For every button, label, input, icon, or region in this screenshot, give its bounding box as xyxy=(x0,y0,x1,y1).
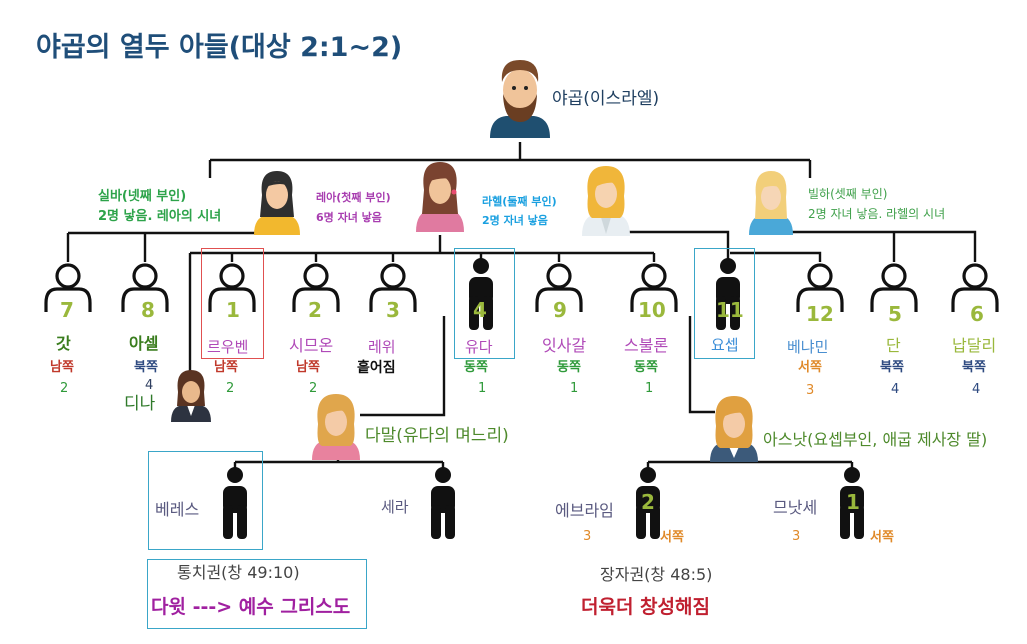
son-name: 잇사갈 xyxy=(542,336,587,355)
grandson-number: 1 xyxy=(846,490,860,514)
son-count: 2 xyxy=(309,381,318,396)
son-name: 유다 xyxy=(465,338,493,356)
son-name: 단 xyxy=(886,336,901,355)
grandson-icon-zerah xyxy=(431,467,455,539)
bilhah-children-lines xyxy=(790,230,977,262)
perez-label: 베레스 xyxy=(155,500,200,519)
rachel-name: 라헬(둘째 부인) xyxy=(482,195,557,208)
grandson-name: 에브라임 xyxy=(555,501,614,520)
son-count: 3 xyxy=(806,383,815,398)
bilhah-name: 빌하(셋째 부인) xyxy=(808,187,888,201)
son-number: 3 xyxy=(386,298,400,322)
son-direction: 흩어짐 xyxy=(357,360,396,376)
page-title: 야곱의 열두 아들(대상 2:1~2) xyxy=(36,32,403,63)
son-number: 8 xyxy=(141,298,155,322)
son-direction: 북쪽 xyxy=(880,360,904,375)
son-name: 납달리 xyxy=(952,336,997,355)
son-count: 2 xyxy=(226,381,235,396)
son-count: 4 xyxy=(891,382,900,397)
judah-tamar-line xyxy=(360,316,446,417)
son-name: 시므온 xyxy=(289,336,334,355)
son-number: 10 xyxy=(638,298,666,322)
son-number: 7 xyxy=(60,298,74,322)
highlight-box-judah xyxy=(454,248,515,359)
son-number: 2 xyxy=(308,298,322,322)
bilhah-desc: 2명 자녀 낳음. 라헬의 시녀 xyxy=(808,207,946,221)
son-direction: 북쪽 xyxy=(962,360,986,375)
highlight-box-perez xyxy=(148,451,263,550)
rule-reference: 통치권(창 49:10) xyxy=(177,563,300,582)
son-direction: 남쪽 xyxy=(50,360,74,375)
dinah-label: 디나 xyxy=(124,394,156,414)
rachel-avatar xyxy=(582,166,630,236)
rachel-benjamin-line xyxy=(730,251,822,262)
son-count: 1 xyxy=(570,381,579,396)
grandson-direction: 서쪽 xyxy=(660,530,684,545)
son-name: 갓 xyxy=(56,334,71,353)
leah-desc: 6명 자녀 낳음 xyxy=(316,211,382,224)
highlight-box-reuben xyxy=(201,248,264,359)
son-name: 르우벤 xyxy=(207,338,249,356)
birthright-reference: 장자권(창 48:5) xyxy=(600,565,713,584)
zilpah-name: 실바(넷째 부인) xyxy=(98,189,187,204)
son-number: 9 xyxy=(553,298,567,322)
son-direction: 동쪽 xyxy=(557,360,581,375)
asenath-label: 아스낫(요셉부인, 애굽 제사장 딸) xyxy=(763,430,988,449)
highlight-box-rule xyxy=(147,559,367,629)
tamar-avatar xyxy=(312,394,360,460)
grandson-direction: 서쪽 xyxy=(870,530,894,545)
son-count: 1 xyxy=(645,381,654,396)
son-number: 11 xyxy=(716,298,744,322)
son-number: 1 xyxy=(226,298,240,322)
leah-avatar xyxy=(416,162,464,232)
son-name: 스불론 xyxy=(624,336,669,355)
son-direction: 동쪽 xyxy=(464,360,488,375)
zilpah-desc: 2명 낳음. 레아의 시녀 xyxy=(98,209,222,224)
son-number: 5 xyxy=(888,302,902,326)
son-direction: 북쪽 xyxy=(134,360,158,375)
son-number: 6 xyxy=(970,302,984,326)
joseph-asenath-line xyxy=(688,316,715,414)
leah-children-drops xyxy=(230,253,656,262)
son-name: 베냐민 xyxy=(787,338,829,356)
jacob-label: 야곱(이스라엘) xyxy=(552,89,660,109)
tamar-label: 다말(유다의 며느리) xyxy=(365,426,509,446)
birthright-line: 더욱더 창성해짐 xyxy=(581,596,710,618)
grandson-number: 2 xyxy=(641,490,655,514)
son-direction: 서쪽 xyxy=(798,360,822,375)
leah-name: 레아(첫째 부인) xyxy=(316,191,391,204)
dinah-avatar xyxy=(171,370,211,422)
grandson-count: 3 xyxy=(583,529,592,544)
asenath-avatar xyxy=(710,396,758,462)
son-count: 4 xyxy=(145,378,154,393)
son-number: 12 xyxy=(806,302,834,326)
bilhah-avatar xyxy=(749,171,793,235)
zilpah-avatar xyxy=(254,171,300,235)
grandson-count: 3 xyxy=(792,529,801,544)
son-direction: 남쪽 xyxy=(296,360,320,375)
jacob-avatar xyxy=(490,60,550,138)
zerah-label: 세라 xyxy=(381,498,409,516)
son-count: 2 xyxy=(60,381,69,396)
son-direction: 남쪽 xyxy=(214,360,238,375)
grandson-name: 므낫세 xyxy=(773,498,818,517)
son-count: 4 xyxy=(972,382,981,397)
son-count: 1 xyxy=(478,381,487,396)
son-name: 요셉 xyxy=(711,336,739,354)
son-direction: 동쪽 xyxy=(634,360,658,375)
highlight-box-joseph xyxy=(694,248,755,359)
rachel-joseph-line xyxy=(604,230,730,262)
son-number: 4 xyxy=(473,298,487,322)
rule-line: 다윗 ---> 예수 그리스도 xyxy=(151,596,351,618)
rachel-desc: 2명 자녀 낳음 xyxy=(482,214,548,227)
son-name: 레위 xyxy=(368,338,396,356)
son-name: 아셀 xyxy=(129,334,159,353)
